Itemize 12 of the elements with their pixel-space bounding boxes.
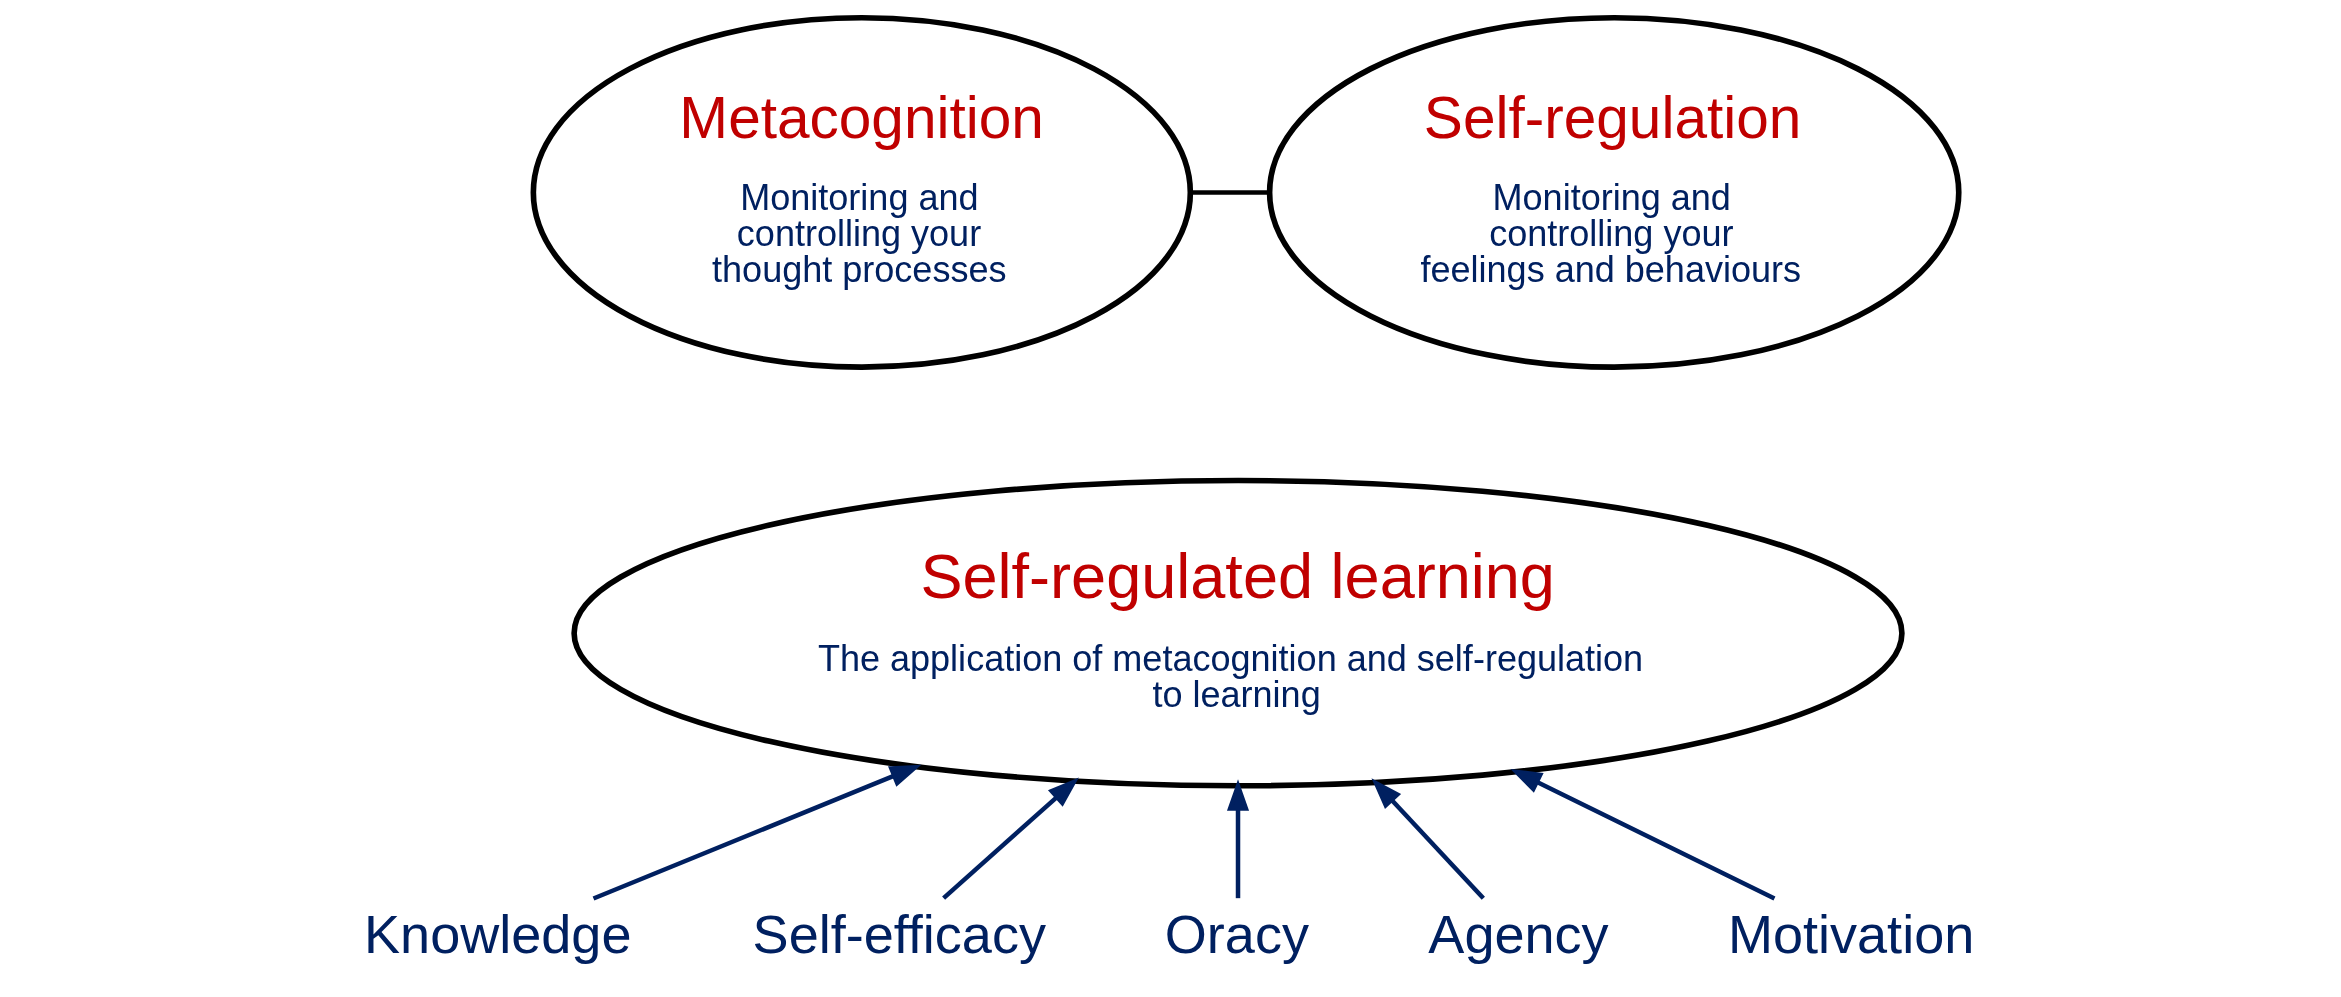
node-text: Self-efficacy — [752, 904, 1046, 965]
node-text: Agency — [1427, 904, 1609, 965]
arrow — [1226, 779, 1249, 899]
arrow — [1509, 769, 1775, 901]
node-text: Knowledge — [363, 904, 631, 965]
node-text: Motivation — [1727, 904, 1974, 965]
arrow — [592, 764, 921, 901]
node-ellipse: Self-regulation Monitoring and controlling your feelings and behaviours — [1266, 14, 1962, 370]
arrow — [1370, 778, 1485, 900]
node-ellipse: Metacognition Monitoring and controlling your thought processes — [530, 14, 1193, 370]
arrow — [941, 777, 1079, 900]
node-text: Oracy — [1164, 904, 1309, 965]
